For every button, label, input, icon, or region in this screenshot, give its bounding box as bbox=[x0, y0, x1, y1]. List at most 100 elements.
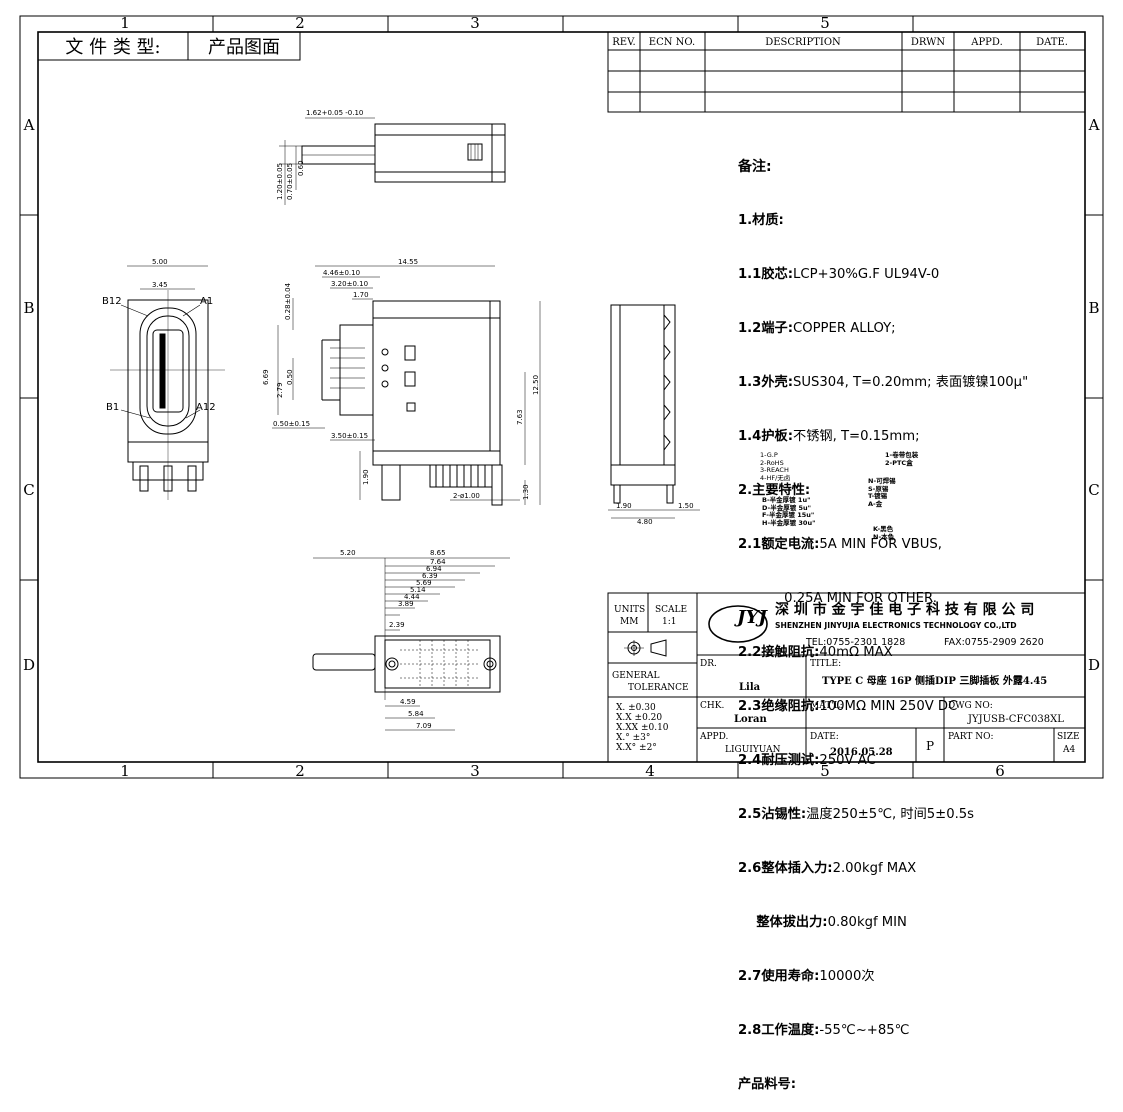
dim-end-3: 4.80 bbox=[637, 518, 653, 526]
note-line-14: 整体拔出力:0.80kgf MIN bbox=[738, 915, 907, 930]
note-line-1: 1.材质: bbox=[738, 213, 784, 228]
legend-compliance: 1-G.P 2-RoHS 3-REACH 4-HF/无卤 bbox=[760, 451, 791, 482]
note-line-5: 1.4护板:不锈钢, T=0.15mm; bbox=[738, 429, 920, 444]
pin-label-a12: A12 bbox=[196, 402, 216, 413]
dim-side-11: 7.63 bbox=[516, 409, 524, 425]
dim-side-9: 0.50±0.15 bbox=[273, 420, 310, 428]
note-line-6: 2.主要特性: bbox=[738, 483, 811, 498]
dim-bottom-2: 8.65 bbox=[430, 549, 446, 557]
company-name-cn: 深 圳 市 金 宇 佳 电 子 科 技 有 限 公 司 bbox=[775, 601, 1034, 618]
dim-bottom-4: 6.94 bbox=[426, 565, 442, 573]
pin-label-a1: A1 bbox=[200, 296, 213, 307]
note-line-12: 2.5沾锡性:温度250±5℃, 时间5±0.5s bbox=[738, 807, 975, 822]
side-view bbox=[272, 265, 541, 506]
dim-side-12: 12.50 bbox=[532, 375, 540, 395]
col-label-6-bottom: 6 bbox=[995, 762, 1005, 780]
row-label-a: A bbox=[23, 116, 35, 134]
col-label-3: 3 bbox=[470, 14, 480, 32]
row-label-a-right: A bbox=[1088, 116, 1100, 134]
col-label-2: 2 bbox=[295, 14, 305, 32]
row-label-d-right: D bbox=[1088, 656, 1100, 674]
tolerance-2: X.X ±0.20 bbox=[616, 713, 662, 723]
dim-bottom-6: 5.69 bbox=[416, 579, 432, 587]
dwg-label: DWG NO: bbox=[948, 701, 993, 711]
tolerance-5: X.X° ±2° bbox=[616, 743, 657, 753]
units-label: UNITS bbox=[614, 605, 645, 615]
appd-label: APPD. bbox=[699, 732, 729, 742]
dim-end-2: 1.50 bbox=[678, 502, 694, 510]
legend-color: K-黑色 N-本色 bbox=[873, 525, 895, 541]
col-label-2-bottom: 2 bbox=[295, 762, 305, 780]
chk-label: CHK. bbox=[700, 701, 724, 711]
note-line-13: 2.6整体插入力:2.00kgf MAX bbox=[738, 861, 917, 876]
dim-side-2: 4.46±0.10 bbox=[323, 269, 360, 277]
rev-header-date: DATE. bbox=[1036, 37, 1068, 48]
title-label: TITLE: bbox=[810, 659, 841, 669]
company-tel: TEL:0755-2301 1828 bbox=[805, 637, 905, 648]
dim-top-4: 0.60 bbox=[297, 160, 305, 176]
legend-packaging: 1-卷带包装 2-PTC盒 bbox=[885, 451, 919, 467]
col-label-5: 5 bbox=[820, 14, 830, 32]
part-label: PART NO: bbox=[948, 732, 994, 742]
col-label-1: 1 bbox=[120, 14, 130, 32]
note-line-9: 2.2接触阻抗:40mΩ MAX bbox=[738, 645, 893, 660]
pin-label-b1: B1 bbox=[106, 402, 119, 413]
row-label-c: C bbox=[23, 481, 34, 499]
col-label-5-bottom: 5 bbox=[820, 762, 830, 780]
col-label-3-bottom: 3 bbox=[470, 762, 480, 780]
page-p: P bbox=[926, 739, 934, 753]
doc-type-value: 产品图面 bbox=[208, 37, 280, 58]
scale-label: SCALE bbox=[655, 605, 687, 615]
row-label-d: D bbox=[23, 656, 35, 674]
row-label-c-right: C bbox=[1088, 481, 1099, 499]
dim-bottom-3: 7.64 bbox=[430, 558, 446, 566]
tolerance-1: X. ±0.30 bbox=[616, 703, 656, 713]
row-label-b: B bbox=[23, 299, 34, 317]
dim-bottom-12: 5.84 bbox=[408, 710, 424, 718]
dim-side-10: 3.50±0.15 bbox=[331, 432, 368, 440]
note-line-4: 1.3外壳:SUS304, T=0.20mm; 表面镀镍100μ" bbox=[738, 375, 1029, 390]
dim-side-13: 1.90 bbox=[362, 469, 370, 485]
dim-front-inner: 3.45 bbox=[152, 281, 168, 289]
drawing-title: TYPE C 母座 16P 侧插DIP 三脚插板 外露4.45 bbox=[822, 674, 1047, 687]
tolerance-3: X.XX ±0.10 bbox=[616, 723, 669, 733]
dim-bottom-1: 5.20 bbox=[340, 549, 356, 557]
dim-side-5: 0.28±0.04 bbox=[284, 282, 292, 320]
dim-side-15: 1.30 bbox=[522, 484, 530, 500]
note-line-3: 1.2端子:COPPER ALLOY; bbox=[738, 321, 896, 336]
end-view bbox=[608, 304, 700, 519]
company-fax: FAX:0755-2909 2620 bbox=[944, 637, 1044, 648]
tolerance-title-2: TOLERANCE bbox=[628, 683, 689, 693]
dim-top-1: 1.62+0.05 -0.10 bbox=[306, 109, 363, 117]
note-line-7: 2.1额定电流:5A MIN FOR VBUS, bbox=[738, 537, 942, 552]
row-label-b-right: B bbox=[1088, 299, 1099, 317]
tolerance-4: X.° ±3° bbox=[616, 733, 650, 743]
dim-side-8: 0.50 bbox=[286, 369, 294, 385]
units-value: MM bbox=[620, 617, 638, 627]
front-view bbox=[110, 265, 225, 500]
pin-label-b12: B12 bbox=[102, 296, 122, 307]
rev-header-rev: REV. bbox=[612, 37, 635, 48]
size-label: SIZE bbox=[1057, 732, 1080, 742]
dim-bottom-13: 7.09 bbox=[416, 722, 432, 730]
dim-top-3: 0.70±0.05 bbox=[286, 163, 294, 200]
dim-side-1: 14.55 bbox=[398, 258, 418, 266]
dim-end-1: 1.90 bbox=[616, 502, 632, 510]
chk-value: Loran bbox=[734, 714, 767, 725]
doc-type-label: 文 件 类 型: bbox=[65, 37, 160, 58]
col-label-4-bottom: 4 bbox=[645, 762, 655, 780]
legend-pin-plating: N-可焊锡 S-原锡 T-镀锡 A-金 bbox=[868, 477, 896, 508]
dr-label: DR. bbox=[700, 659, 717, 669]
notes-block: 备注: 1.材质: 1.1胶芯:LCP+30%G.F UL94V-0 1.2端子… bbox=[738, 122, 1098, 1112]
rev-header-appd: APPD. bbox=[970, 37, 1003, 48]
appd-value: LIGUIYUAN bbox=[725, 745, 781, 755]
outer-border bbox=[19, 15, 1104, 779]
dim-side-6: 6.69 bbox=[262, 369, 270, 385]
note-line-8: 0.25A MIN FOR OTHER. bbox=[738, 591, 937, 606]
date-label: DATE: bbox=[810, 732, 839, 742]
matl-label: MAT'L: bbox=[810, 701, 843, 711]
note-line-17: 产品料号: bbox=[738, 1077, 797, 1092]
bottom-view bbox=[312, 557, 510, 731]
rev-header-description: DESCRIPTION bbox=[765, 37, 841, 48]
drawing-canvas: 1 2 3 5 1 2 3 4 5 6 A B C D A B C D 文 件 … bbox=[19, 14, 1104, 780]
